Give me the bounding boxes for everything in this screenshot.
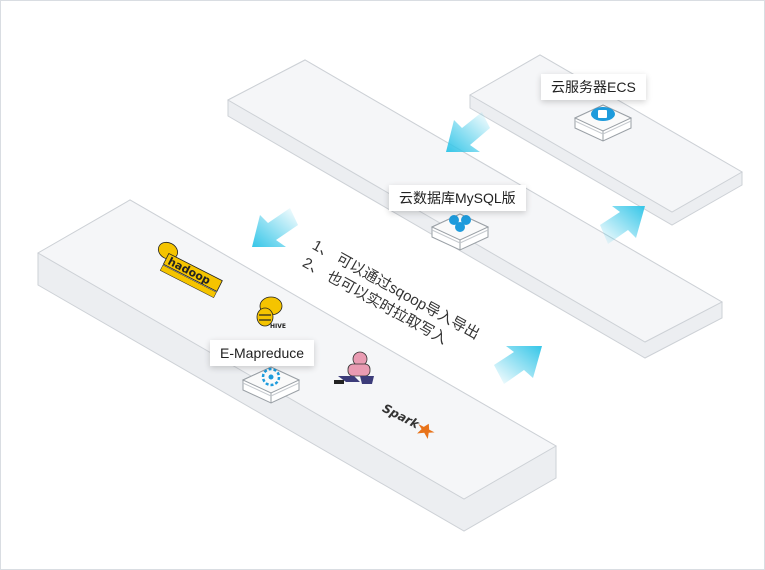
- pig-logo: [334, 351, 374, 384]
- arrow-rds-to-ecs: [600, 206, 645, 244]
- hive-logo: HIVE: [256, 296, 286, 330]
- arrow-ecs-to-rds: [446, 112, 490, 152]
- cloud-server-icon: [573, 104, 633, 142]
- rds-label: 云数据库MySQL版: [389, 185, 526, 211]
- emr-label: E-Mapreduce: [210, 340, 315, 366]
- database-icon: [430, 213, 490, 251]
- arrow-emr-to-rds: [494, 346, 542, 384]
- emr-cluster-icon: [241, 366, 301, 404]
- ecs-label: 云服务器ECS: [541, 74, 646, 100]
- svg-text:HIVE: HIVE: [270, 323, 286, 330]
- arrow-rds-to-emr: [252, 208, 298, 247]
